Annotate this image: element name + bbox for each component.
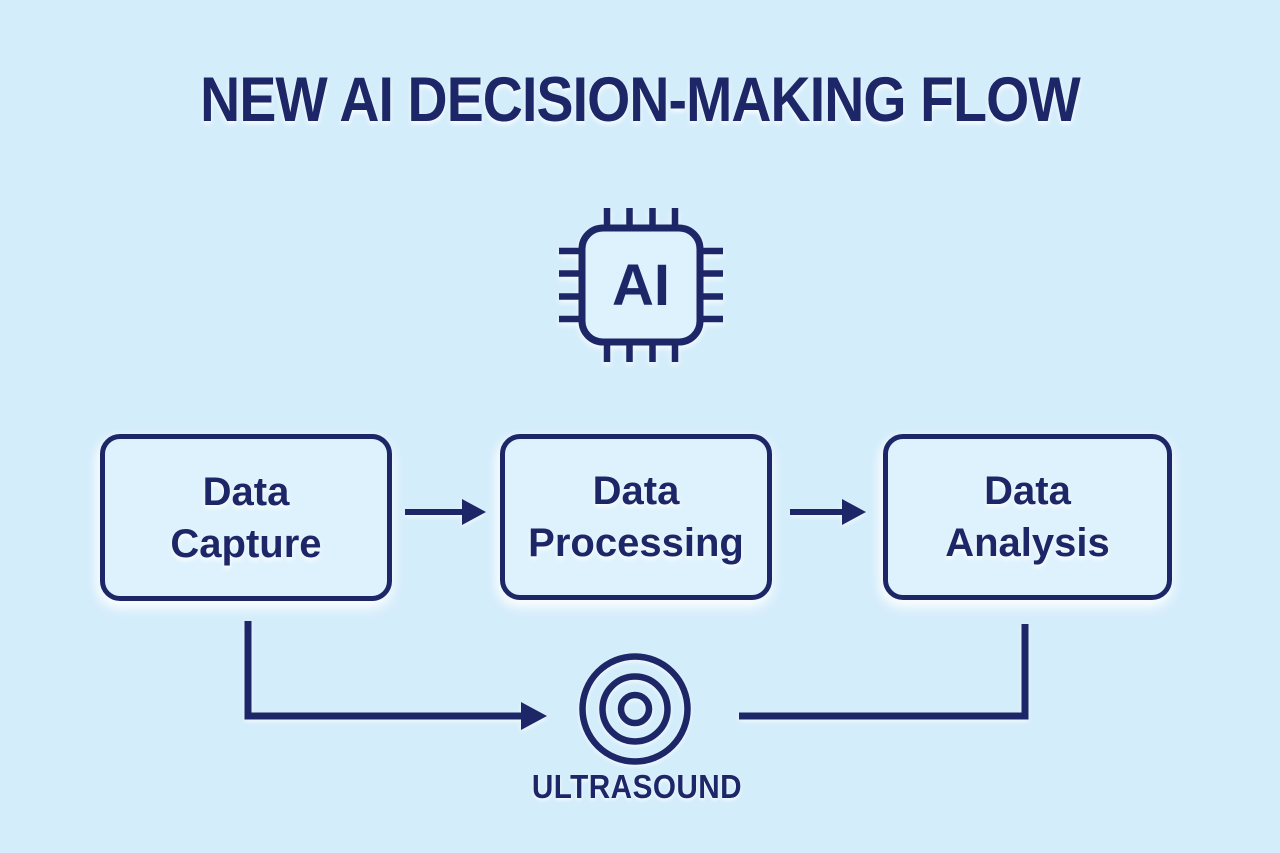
chip-label: AI — [612, 253, 670, 318]
ultrasound-concentric-circles-icon — [579, 653, 691, 765]
box-label-line: Capture — [170, 521, 322, 566]
flow-box-data-capture: Data Capture — [100, 434, 392, 601]
ultrasound-label: ULTRASOUND — [531, 768, 743, 805]
capture-down-to-ultrasound-arrow — [244, 621, 547, 730]
chip-body — [578, 224, 704, 346]
box-label-line: Analysis — [945, 521, 1110, 565]
flow-box-data-processing: Data Processing — [500, 434, 772, 600]
page-title: NEW AI DECISION-MAKING FLOW — [200, 65, 1081, 135]
capture-to-processing-arrow — [405, 499, 486, 525]
ultrasound-up-to-analysis-line — [739, 624, 1029, 720]
box-label-line: Data — [592, 469, 680, 513]
box-label-line: Data — [202, 469, 290, 514]
ai-chip-icon: AI — [559, 208, 723, 362]
box-label-line: Processing — [528, 521, 744, 565]
processing-to-analysis-arrow — [790, 499, 866, 525]
box-label-line: Data — [984, 469, 1071, 513]
flow-box-data-analysis: Data Analysis — [883, 434, 1172, 600]
